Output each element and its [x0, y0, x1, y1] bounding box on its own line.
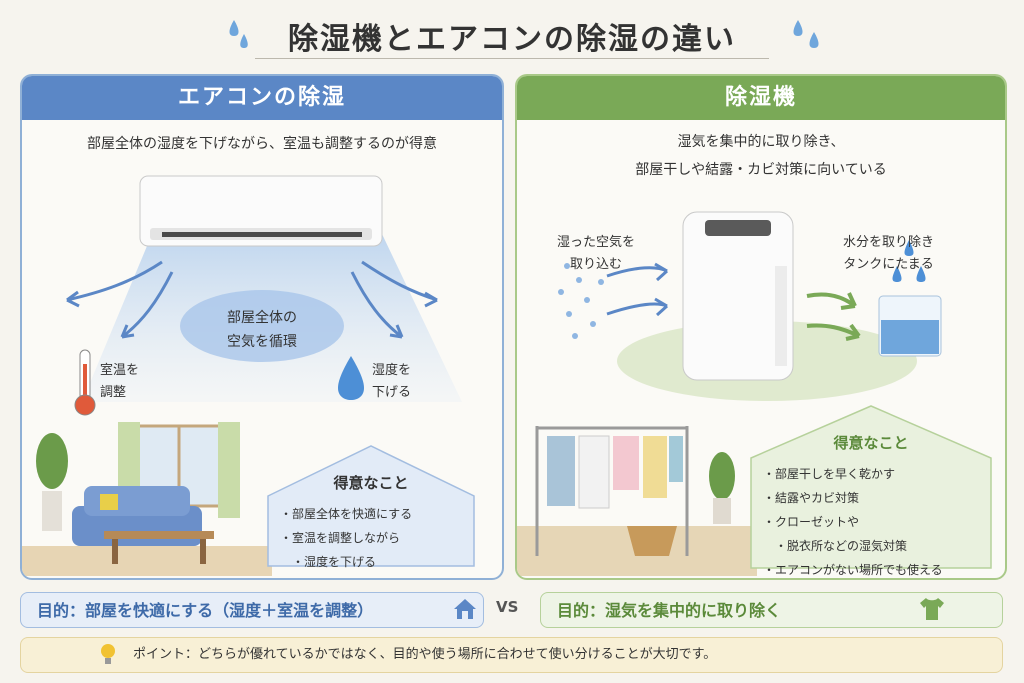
aircon-strengths-list: 部屋全体を快適にする 室温を調整しながら 湿度を下げる	[280, 502, 412, 574]
living-room-illustration	[22, 422, 272, 576]
air-conditioner-panel: エアコンの除湿 部屋全体の湿度を下げながら、室温も調整するのが得意 部屋全体の …	[20, 74, 504, 580]
dehumidifier-panel: 除湿機 湿気を集中的に取り除き、 部屋干しや結露・カビ対策に向いている	[515, 74, 1007, 580]
home-icon	[454, 599, 476, 619]
point-text: ポイント：どちらが優れているかではなく、目的や使う場所に合わせて使い分けることが…	[133, 647, 717, 662]
air-conditioner-illustration	[66, 175, 462, 402]
remove-water-line-2: タンクにたまる	[843, 257, 934, 272]
point-note: ポイント：どちらが優れているかではなく、目的や使う場所に合わせて使い分けることが…	[20, 637, 1003, 673]
aircon-strengths-title: 得意なこと	[333, 474, 409, 492]
lower-humidity-line-1: 湿度を	[372, 363, 412, 378]
dehumidifier-purpose-bar: 目的：湿気を集中的に取り除く	[540, 592, 1003, 628]
aircon-purpose-bar: 目的：部屋を快適にする（湿度＋室温を調整）	[20, 592, 484, 628]
dehumidifier-purpose-text: 目的：湿気を集中的に取り除く	[557, 601, 782, 620]
aircon-strengths-box: 得意なこと 部屋全体を快適にする 室温を調整しながら 湿度を下げる	[264, 444, 478, 569]
dehumidifier-description-line-1: 湿気を集中的に取り除き、	[677, 134, 845, 150]
water-drops-left-icon	[229, 20, 248, 48]
circulate-air-label: 部屋全体の 空気を循環	[190, 306, 334, 354]
list-item: 室温を調整しながら	[280, 526, 412, 550]
page-title: 除湿機とエアコンの除湿の違い	[288, 22, 736, 57]
lower-humidity-line-2: 下げる	[372, 385, 412, 400]
list-item: 部屋干しを早く乾かす	[763, 462, 943, 486]
aircon-purpose-text: 目的：部屋を快適にする（湿度＋室温を調整）	[37, 601, 374, 620]
list-item: 結露やカビ対策	[763, 486, 943, 510]
dehumidifier-strengths-box: 得意なこと 部屋干しを早く乾かす 結露やカビ対策 クローゼットや 脱衣所などの湿…	[747, 404, 995, 577]
list-item: 湿度を下げる	[280, 550, 412, 574]
dehumidifier-description-line-2: 部屋干しや結露・カビ対策に向いている	[635, 162, 887, 178]
list-item: 脱衣所などの湿気対策	[763, 534, 943, 558]
remove-water-label: 水分を取り除き タンクにたまる	[843, 232, 934, 276]
intake-humid-air-line-1: 湿った空気を	[557, 235, 636, 250]
indoor-laundry-illustration	[517, 426, 757, 576]
vs-label: VS	[496, 598, 519, 616]
intake-humid-air-line-2: 取り込む	[570, 257, 623, 272]
list-item: クローゼットや	[763, 510, 943, 534]
circulate-air-line-1: 部屋全体の	[227, 310, 297, 326]
lower-humidity-label: 湿度を 下げる	[372, 360, 411, 404]
dehumidifier-description: 湿気を集中的に取り除き、 部屋干しや結露・カビ対策に向いている	[517, 128, 1005, 184]
water-drop-icon	[338, 356, 364, 400]
remove-water-line-1: 水分を取り除き	[843, 235, 935, 250]
title-underline	[255, 58, 769, 59]
list-item: エアコンがない場所でも使える	[763, 558, 943, 578]
panel-header-aircon: エアコンの除湿	[22, 76, 502, 120]
room-temp-line-1: 室温を	[100, 363, 140, 378]
intake-humid-air-label: 湿った空気を 取り込む	[557, 232, 635, 276]
tshirt-icon	[920, 598, 944, 620]
aircon-description: 部屋全体の湿度を下げながら、室温も調整するのが得意	[87, 136, 437, 152]
dehumidifier-strengths-list: 部屋干しを早く乾かす 結露やカビ対策 クローゼットや 脱衣所などの湿気対策 エア…	[763, 462, 943, 578]
list-item: 部屋全体を快適にする	[280, 502, 412, 526]
room-temp-label: 室温を 調整	[100, 360, 139, 404]
lightbulb-icon	[101, 644, 115, 664]
dehumidifier-strengths-title: 得意なこと	[833, 434, 909, 452]
thermometer-icon	[74, 349, 96, 416]
room-temp-line-2: 調整	[100, 385, 127, 400]
dehumidifier-illustration	[558, 211, 942, 401]
water-drops-right-icon	[793, 20, 819, 48]
panel-header-dehumidifier: 除湿機	[517, 76, 1005, 120]
circulate-air-line-2: 空気を循環	[227, 334, 297, 350]
